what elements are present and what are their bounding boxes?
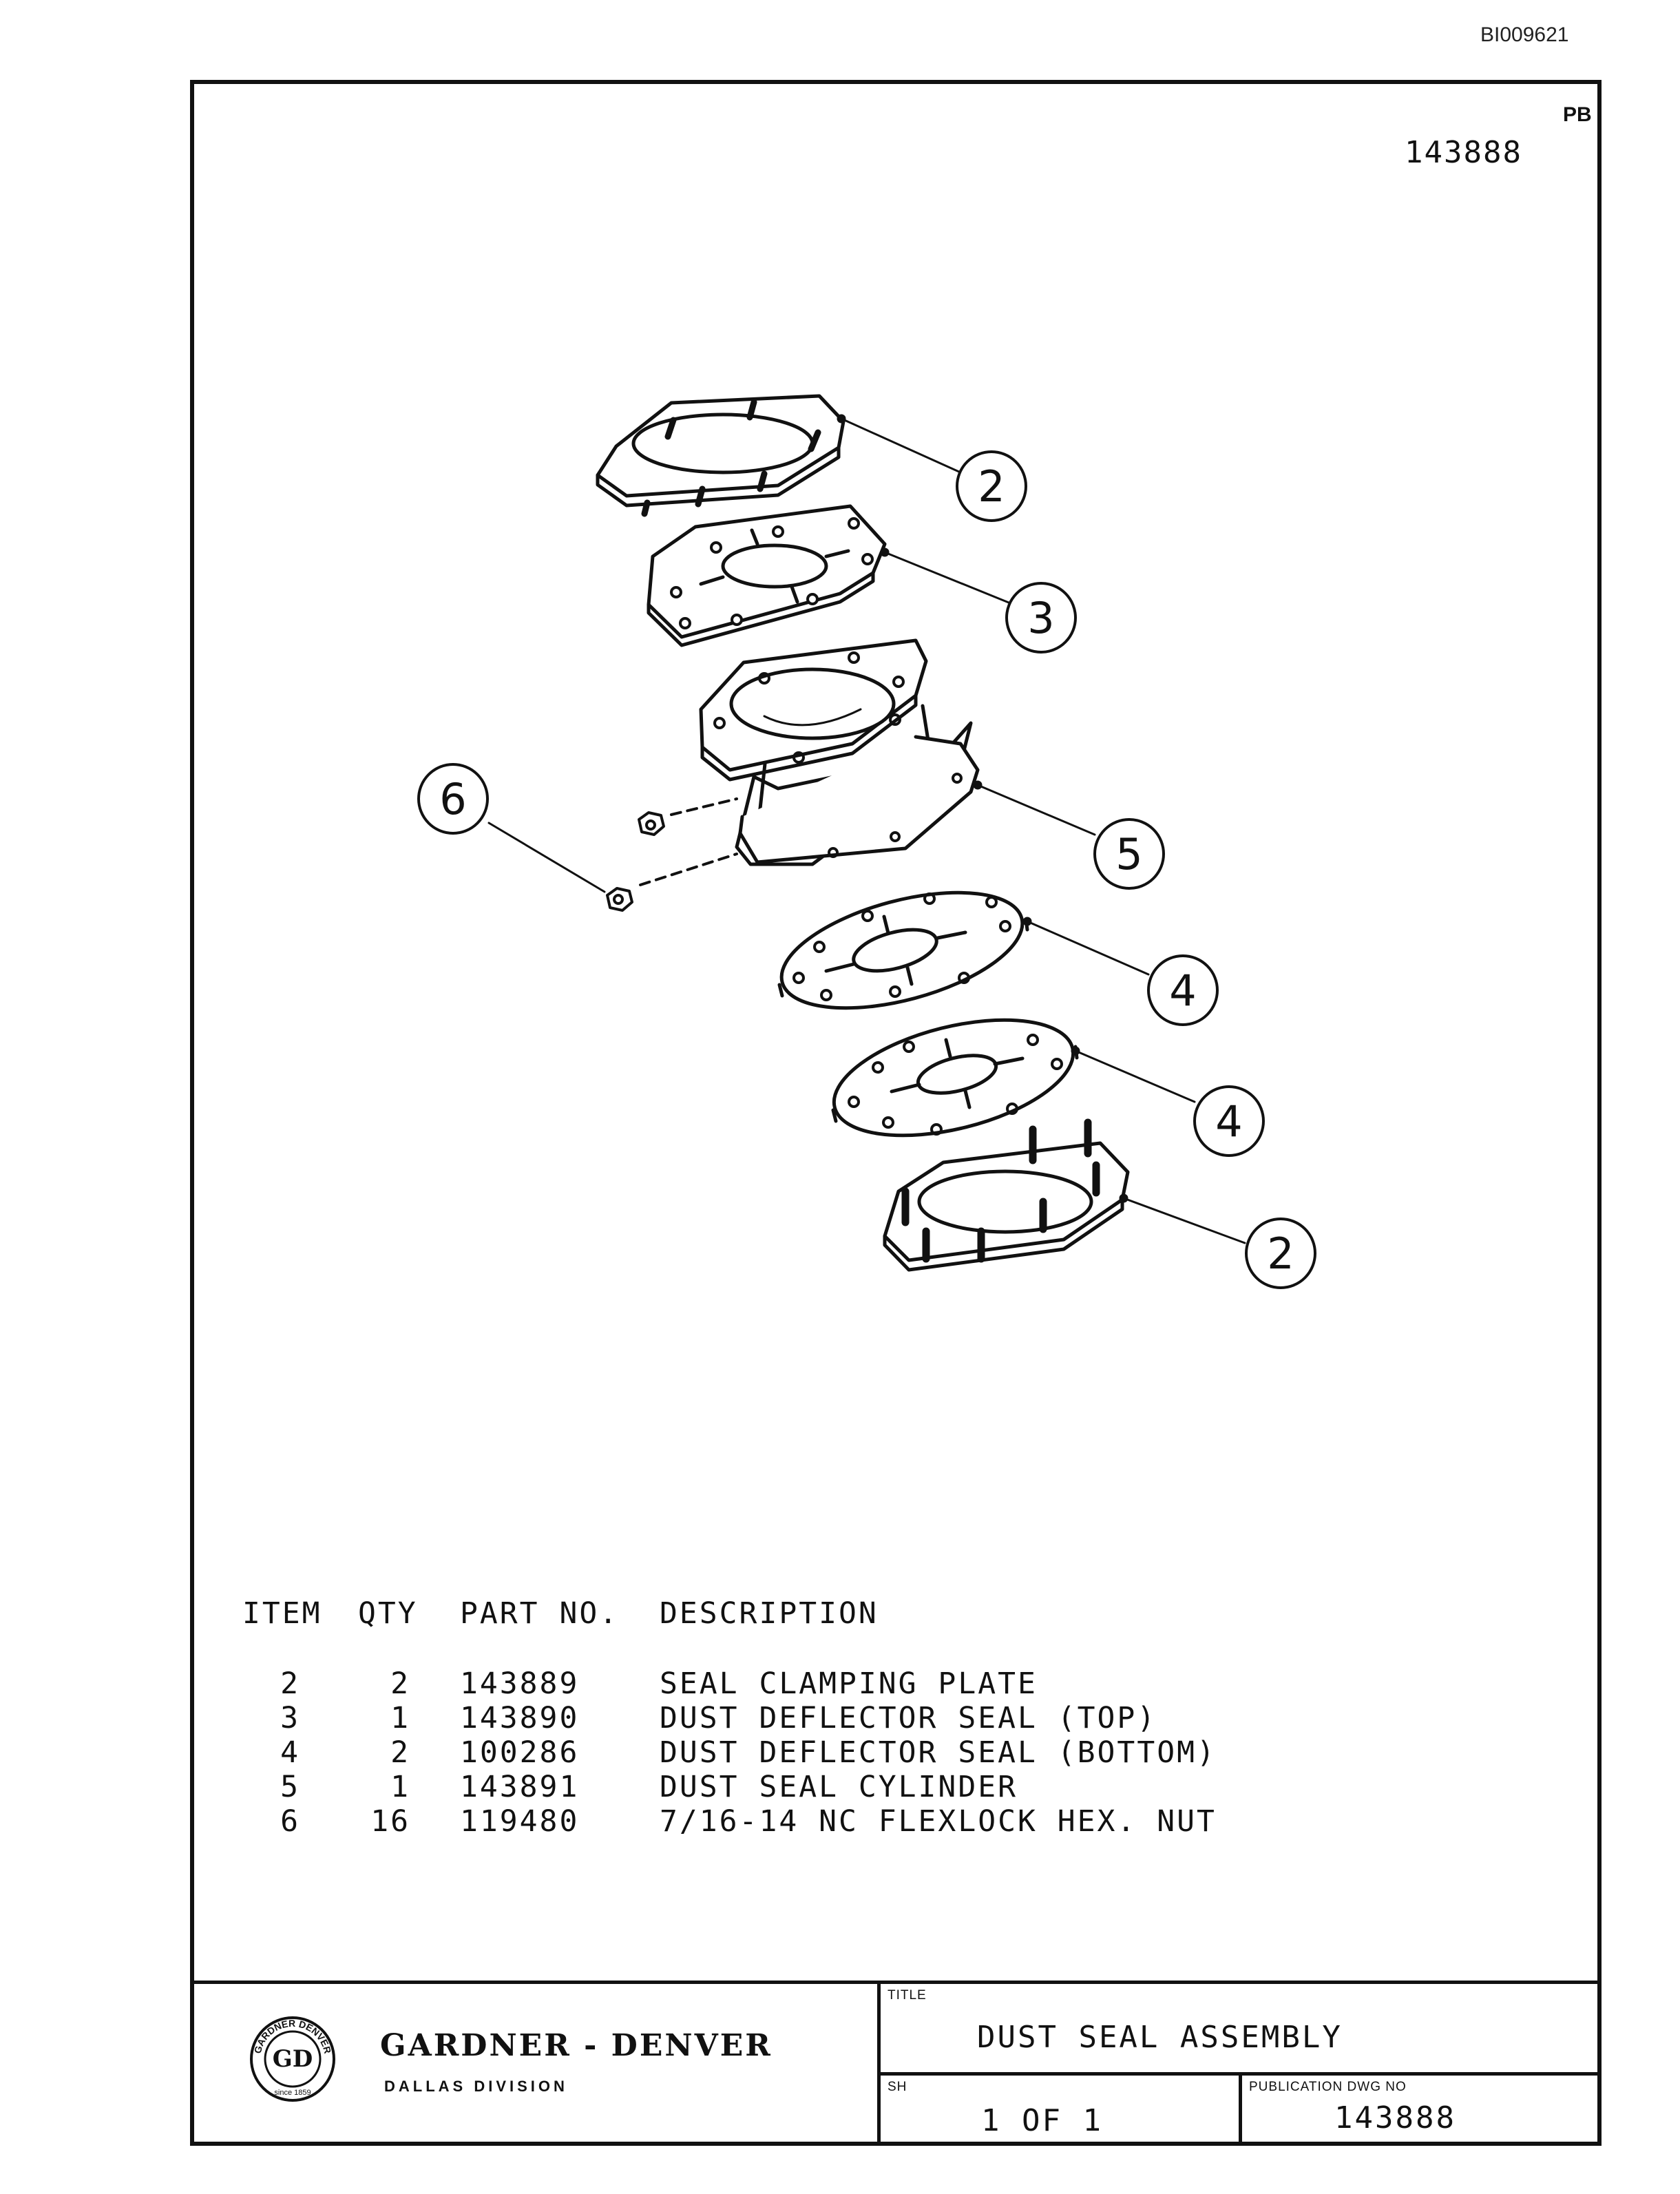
callout-item-3: 3 bbox=[1005, 582, 1077, 654]
dust-deflector-seal-bottom-2 bbox=[831, 1018, 1079, 1138]
flexlock-hex-nuts bbox=[606, 797, 738, 912]
svg-text:4: 4 bbox=[1169, 965, 1196, 1016]
publication-label: PUBLICATION DWG NO bbox=[1249, 2080, 1407, 2094]
leader-lines bbox=[487, 414, 1246, 1244]
table-row: 5 1 143891 DUST SEAL CYLINDER bbox=[242, 1770, 1217, 1804]
svg-text:2: 2 bbox=[978, 461, 1005, 512]
parts-header-row: ITEM QTY PART NO. DESCRIPTION bbox=[242, 1596, 1217, 1667]
company-name: GARDNER - DENVER bbox=[380, 2028, 773, 2063]
dust-seal-cylinder bbox=[699, 638, 980, 866]
table-row: 6 16 119480 7/16-14 NC FLEXLOCK HEX. NUT bbox=[242, 1804, 1217, 1839]
description-cell: DUST SEAL CYLINDER bbox=[660, 1770, 1018, 1804]
description-cell: DUST DEFLECTOR SEAL (BOTTOM) bbox=[660, 1735, 1217, 1770]
part-no-cell: 143890 bbox=[460, 1701, 580, 1735]
header-description: DESCRIPTION bbox=[660, 1596, 879, 1631]
publication-dwg-no: 143888 bbox=[1334, 2100, 1456, 2135]
svg-text:since 1859: since 1859 bbox=[274, 2089, 311, 2097]
company-cell: GARDNER DENVER GD since 1859 GARDNER - D… bbox=[194, 1984, 881, 2142]
item-cell: 3 bbox=[280, 1701, 300, 1735]
part-no-cell: 143891 bbox=[460, 1770, 580, 1804]
division-name: DALLAS DIVISION bbox=[384, 2078, 568, 2095]
publication-cell: PUBLICATION DWG NO 143888 bbox=[1242, 2076, 1597, 2142]
svg-text:GD: GD bbox=[273, 2045, 313, 2073]
qty-cell: 1 bbox=[390, 1701, 410, 1735]
parts-list: ITEM QTY PART NO. DESCRIPTION 2 2 143889… bbox=[242, 1596, 1217, 1839]
exploded-assembly-drawing: 2 3 6 5 4 4 2 bbox=[417, 394, 1316, 1289]
part-no-cell: 119480 bbox=[460, 1804, 580, 1839]
table-row: 2 2 143889 SEAL CLAMPING PLATE bbox=[242, 1667, 1217, 1701]
seal-clamping-plate-bottom bbox=[883, 1118, 1130, 1272]
svg-text:5: 5 bbox=[1115, 829, 1142, 879]
svg-text:4: 4 bbox=[1215, 1096, 1242, 1147]
dust-deflector-seal-bottom-1 bbox=[777, 890, 1029, 1010]
title-cell: TITLE DUST SEAL ASSEMBLY bbox=[881, 1984, 1597, 2076]
callout-item-2-bottom: 2 bbox=[1245, 1218, 1316, 1289]
dust-deflector-seal-top bbox=[647, 504, 887, 647]
description-cell: DUST DEFLECTOR SEAL (TOP) bbox=[660, 1701, 1157, 1735]
document-id: BI009621 bbox=[1480, 23, 1569, 46]
description-cell: SEAL CLAMPING PLATE bbox=[660, 1667, 1038, 1701]
title-info: TITLE DUST SEAL ASSEMBLY SH 1 OF 1 PUBLI… bbox=[881, 1984, 1597, 2142]
callout-item-4-second: 4 bbox=[1193, 1085, 1265, 1157]
seal-clamping-plate-top bbox=[596, 394, 846, 517]
qty-cell: 2 bbox=[390, 1667, 410, 1701]
title-block: GARDNER DENVER GD since 1859 GARDNER - D… bbox=[194, 1981, 1597, 2142]
description-cell: 7/16-14 NC FLEXLOCK HEX. NUT bbox=[660, 1804, 1217, 1839]
drawing-number: 143888 bbox=[1405, 135, 1522, 170]
header-qty: QTY bbox=[358, 1596, 418, 1631]
title-label: TITLE bbox=[888, 1988, 927, 2003]
parts-table: ITEM QTY PART NO. DESCRIPTION 2 2 143889… bbox=[242, 1596, 1217, 1839]
sheet-label: SH bbox=[888, 2080, 907, 2094]
part-no-cell: 143889 bbox=[460, 1667, 580, 1701]
svg-text:6: 6 bbox=[439, 774, 466, 824]
part-no-cell: 100286 bbox=[460, 1735, 580, 1770]
item-cell: 6 bbox=[280, 1804, 300, 1839]
qty-cell: 2 bbox=[390, 1735, 410, 1770]
item-cell: 5 bbox=[280, 1770, 300, 1804]
header-part-no: PART NO. bbox=[460, 1596, 620, 1631]
item-cell: 2 bbox=[280, 1667, 300, 1701]
svg-text:3: 3 bbox=[1027, 593, 1054, 643]
sheet-value: 1 OF 1 bbox=[981, 2103, 1103, 2138]
drawing-title: DUST SEAL ASSEMBLY bbox=[977, 2020, 1343, 2055]
callout-item-4-first: 4 bbox=[1147, 954, 1219, 1026]
drawing-sheet-border bbox=[190, 80, 1602, 2146]
qty-cell: 1 bbox=[390, 1770, 410, 1804]
table-row: 4 2 100286 DUST DEFLECTOR SEAL (BOTTOM) bbox=[242, 1735, 1217, 1770]
item-cell: 4 bbox=[280, 1735, 300, 1770]
header-item: ITEM bbox=[242, 1596, 322, 1631]
callout-item-5: 5 bbox=[1093, 818, 1165, 890]
pb-mark: PB bbox=[1563, 103, 1592, 126]
callout-item-6: 6 bbox=[417, 763, 489, 835]
sheet-cell: SH 1 OF 1 bbox=[881, 2076, 1242, 2142]
svg-text:2: 2 bbox=[1267, 1229, 1294, 1279]
gardner-denver-logo: GARDNER DENVER GD since 1859 bbox=[250, 2016, 335, 2102]
qty-cell: 16 bbox=[370, 1804, 410, 1839]
table-row: 3 1 143890 DUST DEFLECTOR SEAL (TOP) bbox=[242, 1701, 1217, 1735]
callout-item-2-top: 2 bbox=[956, 450, 1027, 522]
